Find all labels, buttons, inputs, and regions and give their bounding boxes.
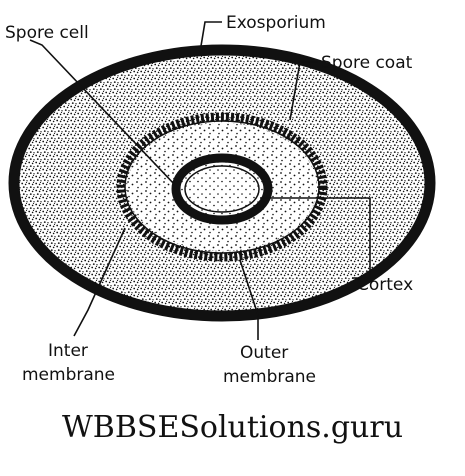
endospore-diagram: Spore cell Exosporium Spore coat Cortex … [5,13,436,387]
outer-membrane-label-line1: Outer [240,343,288,363]
exosporium-label: Exosporium [226,13,326,33]
leader-inter-membrane [73,227,126,337]
outer-membrane-inner-edge [124,120,320,254]
inter-membrane-label-line1: Inter [48,341,88,361]
leader-spore-cell [29,39,176,186]
outer-membrane-label-line2: membrane [223,367,316,387]
leader-outer-membrane [239,259,259,340]
leader-cortex [260,197,371,279]
spore-cell-label: Spore cell [5,23,89,43]
watermark-caption: WBBSESolutions.guru [61,410,404,445]
spore-cell-core [184,165,260,213]
outer-membrane-ring [116,112,328,262]
spore-coat-label: Spore coat [321,53,413,73]
leader-exosporium [199,21,222,53]
leader-spore-coat [289,61,318,121]
inter-membrane-label-line2: membrane [22,365,115,385]
cortex-label: Cortex [357,275,413,295]
